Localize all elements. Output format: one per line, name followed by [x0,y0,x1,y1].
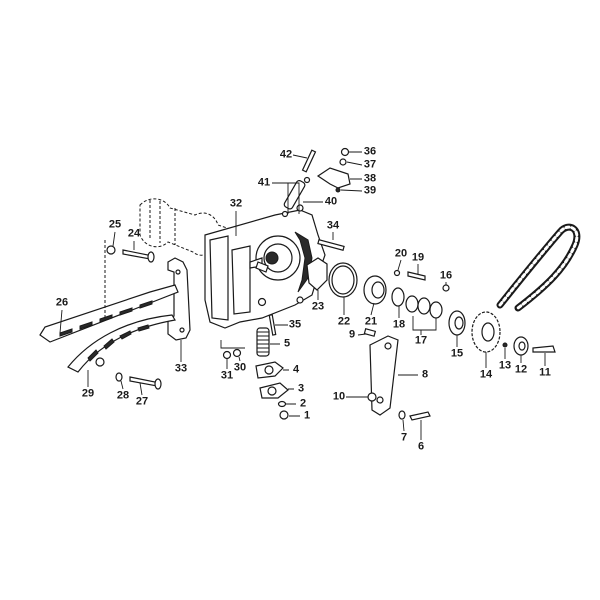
tensioner-bracket [363,328,431,421]
callout-19: 19 [411,251,425,264]
callout-28: 28 [116,389,130,402]
callout-35: 35 [288,318,302,331]
callout-17: 17 [414,334,428,347]
callout-5: 5 [283,337,291,350]
timing-chain [496,223,581,312]
callout-41: 41 [257,176,271,189]
callout-12: 12 [514,363,528,376]
callout-1: 1 [303,409,311,422]
callout-42: 42 [279,148,293,161]
callout-27: 27 [135,395,149,408]
callout-15: 15 [450,347,464,360]
callout-24: 24 [127,227,141,240]
callout-40: 40 [324,195,338,208]
callout-10: 10 [332,390,346,403]
callout-26: 26 [55,296,69,309]
callout-39: 39 [363,184,377,197]
callout-8: 8 [421,368,429,381]
stud [317,238,345,252]
tensioner-rail [39,240,179,343]
callout-3: 3 [297,382,305,395]
sprocket-assembly [448,310,556,356]
leader-lines [59,151,546,440]
relief-valve-stack [222,314,289,420]
callout-33: 33 [174,362,188,375]
seal-set [306,257,450,319]
callout-32: 32 [229,197,243,210]
callout-7: 7 [400,431,408,444]
callout-4: 4 [292,363,300,376]
callout-37: 37 [363,158,377,171]
callout-38: 38 [363,172,377,185]
callout-29: 29 [81,387,95,400]
housing-gasket [167,257,191,341]
callout-25: 25 [108,218,122,231]
guide-rail [67,314,176,373]
callout-13: 13 [498,359,512,372]
callout-6: 6 [417,440,425,453]
pivot-pin-lower [115,372,162,390]
callout-21: 21 [364,315,378,328]
callout-36: 36 [363,145,377,158]
callout-30: 30 [233,361,247,374]
oil-line-fitting [281,147,351,218]
pivot-pin-upper [106,245,155,263]
callout-2: 2 [299,397,307,410]
callout-9: 9 [348,328,356,341]
callout-14: 14 [479,368,493,381]
callout-16: 16 [439,269,453,282]
callout-11: 11 [539,366,551,379]
callout-22: 22 [337,315,351,328]
callout-18: 18 [392,318,406,331]
callout-34: 34 [326,219,340,232]
callout-23: 23 [311,300,325,313]
callout-31: 31 [220,369,234,382]
callout-20: 20 [394,247,408,260]
